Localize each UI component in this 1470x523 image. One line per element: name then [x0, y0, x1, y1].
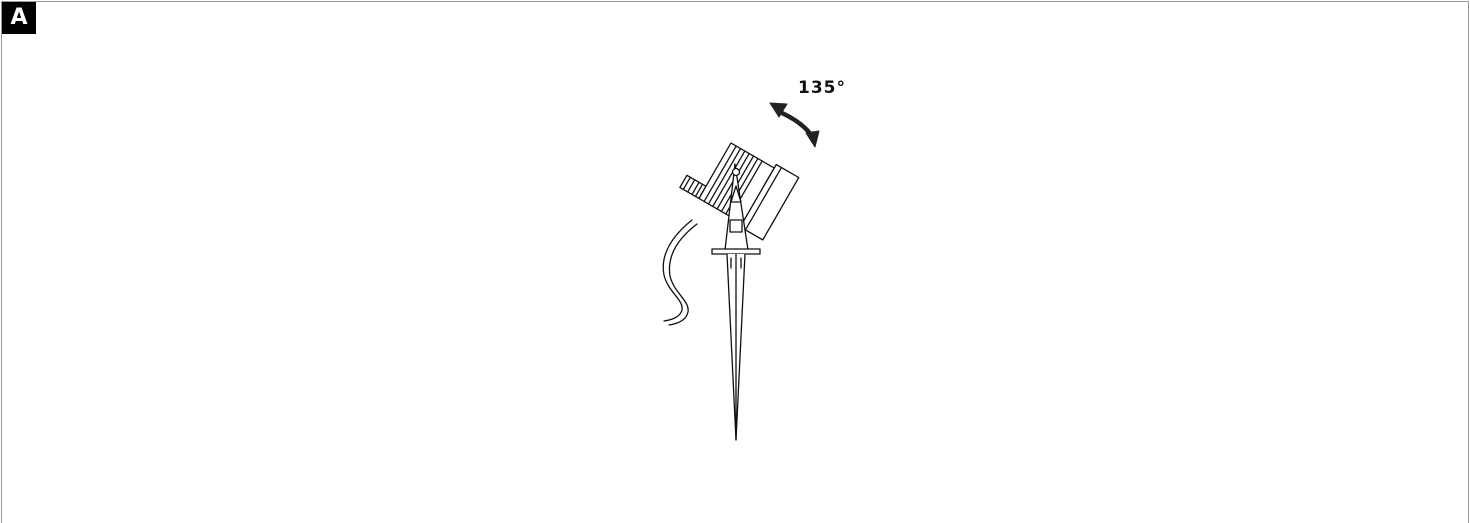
panel-label: A	[2, 2, 36, 34]
cable-icon	[662, 219, 698, 326]
ground-spike-icon	[711, 248, 761, 441]
bracket-icon	[724, 163, 749, 251]
rotation-angle-label: 135°	[798, 78, 846, 98]
rotation-arrow-icon	[769, 102, 820, 148]
